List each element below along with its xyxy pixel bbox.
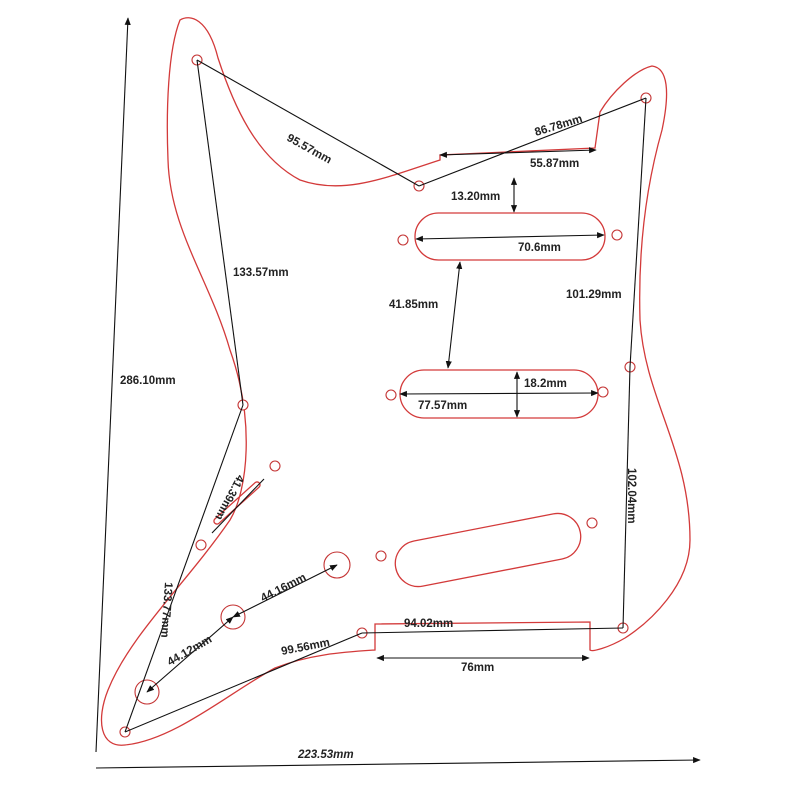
screw-hole-switch-top bbox=[269, 460, 281, 472]
screw-hole-middle-pickup-right bbox=[597, 386, 609, 398]
label-overall-height: 286.10mm bbox=[120, 375, 176, 387]
dim-line-knob-1 bbox=[146, 616, 234, 693]
dim-line-pickup-spacing bbox=[445, 261, 463, 369]
dim-line-top-right-notch bbox=[418, 97, 647, 187]
screw-hole-neck-pickup-left bbox=[397, 234, 409, 246]
label-left-upper: 133.57mm bbox=[233, 267, 289, 279]
dim-line-right-upper bbox=[629, 97, 647, 368]
neck-pickup-route bbox=[414, 212, 606, 261]
dim-line-left-lower bbox=[124, 404, 244, 733]
label-right-lower: 102.04mm bbox=[625, 468, 637, 524]
label-right-upper: 101.29mm bbox=[566, 289, 622, 301]
label-top-left-notch: 95.57mm bbox=[285, 132, 334, 166]
dim-line-top-left-notch bbox=[196, 59, 420, 187]
label-pickup-spacing: 41.85mm bbox=[389, 299, 438, 311]
dim-line-bottom-left bbox=[124, 632, 363, 733]
dim-line-neck-slot bbox=[439, 147, 597, 158]
screw-hole-switch-bottom bbox=[195, 539, 207, 551]
screw-hole-neck-pickup-right bbox=[611, 229, 623, 241]
dim-line-switch bbox=[211, 478, 265, 534]
label-neck-gap: 13.20mm bbox=[451, 191, 500, 203]
dim-line-right-lower bbox=[622, 366, 631, 629]
dim-line-neck-pickup bbox=[415, 232, 605, 242]
screw-hole-middle-pickup-left bbox=[385, 389, 397, 401]
label-knob-1: 44.12mm bbox=[166, 634, 215, 669]
screw-hole-bridge-pickup-left bbox=[375, 550, 387, 562]
label-overall-width: 223.53mm bbox=[297, 749, 354, 761]
label-left-lower: 133.77mm bbox=[158, 582, 174, 638]
label-middle-length: 77.57mm bbox=[418, 400, 467, 412]
screw-hole-bridge-pickup-right bbox=[586, 517, 598, 529]
dim-line-overall-height bbox=[95, 17, 131, 753]
label-knob-2: 44.16mm bbox=[259, 572, 308, 605]
pickguard-outline bbox=[100, 17, 691, 746]
dim-line-bottom-cavity bbox=[361, 627, 624, 634]
dim-line-overall-width bbox=[95, 757, 701, 769]
label-bottom-cavity: 94.02mm bbox=[404, 618, 453, 630]
label-top-right-notch: 86.78mm bbox=[533, 113, 584, 139]
label-bottom-inner: 76mm bbox=[461, 662, 494, 674]
dim-line-middle-length bbox=[399, 389, 599, 398]
dim-line-left-upper bbox=[196, 59, 244, 406]
dim-line-knob-2 bbox=[232, 564, 338, 618]
label-neck-pickup: 70.6mm bbox=[518, 242, 561, 254]
label-middle-width: 18.2mm bbox=[524, 378, 567, 390]
label-neck-slot: 55.87mm bbox=[530, 158, 579, 170]
bridge-pickup-route bbox=[394, 512, 582, 588]
